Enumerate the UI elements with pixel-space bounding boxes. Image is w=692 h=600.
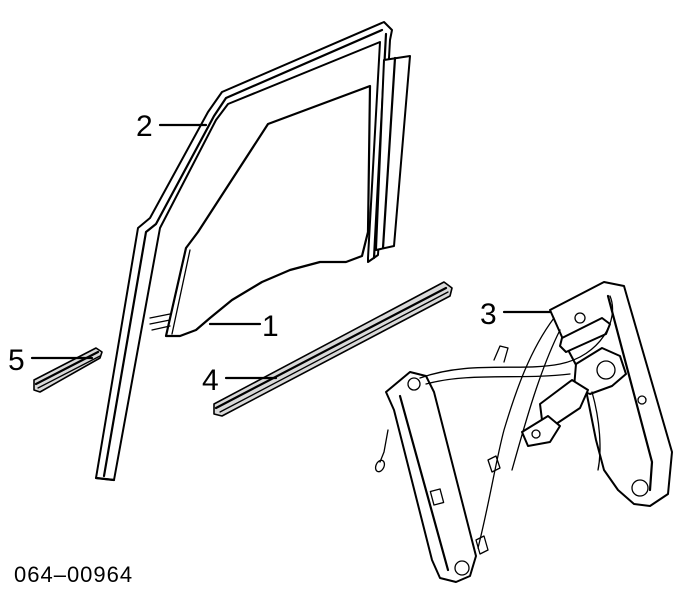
callout-1: 1 <box>262 310 279 343</box>
diagram-code: 064–00964 <box>14 562 133 587</box>
inner-belt-strip-part-5 <box>33 347 103 393</box>
callout-2: 2 <box>136 110 153 143</box>
callout-4: 4 <box>202 364 219 397</box>
run-channel-part-2 <box>94 21 411 482</box>
door-glass-part-1 <box>164 84 372 338</box>
callout-5: 5 <box>8 344 25 377</box>
belt-weatherstrip-part-4 <box>213 281 453 417</box>
callout-3: 3 <box>480 298 497 331</box>
glass-seal-strip <box>149 313 171 331</box>
window-regulator-part-3 <box>374 281 673 583</box>
leader-lines <box>30 123 552 380</box>
